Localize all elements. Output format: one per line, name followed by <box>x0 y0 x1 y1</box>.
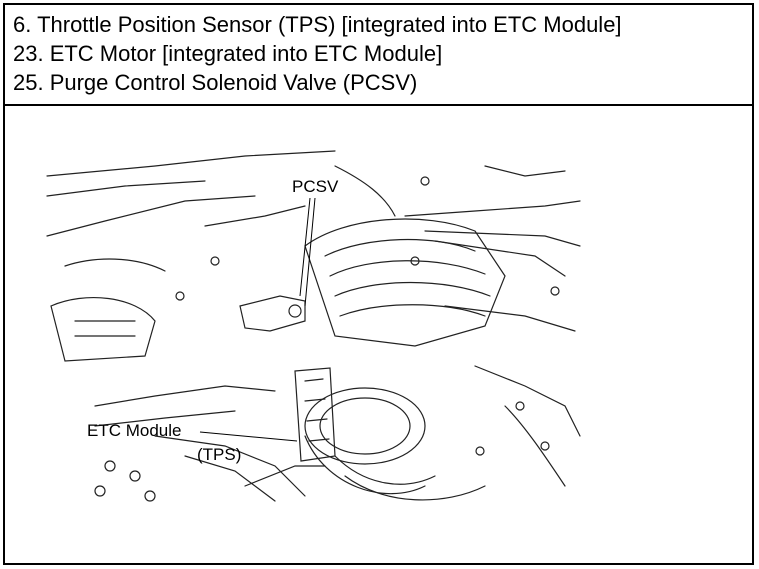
callout-tps: (TPS) <box>197 445 241 464</box>
component-item-tps: 6. Throttle Position Sensor (TPS) [integ… <box>13 12 622 37</box>
callout-pcsv: PCSV <box>292 177 339 196</box>
component-item-pcsv: 25. Purge Control Solenoid Valve (PCSV) <box>13 70 418 95</box>
callout-leaders <box>199 197 316 442</box>
engine-bay-drawing: PCSV ETC Module (TPS) <box>46 150 581 502</box>
engine-line-art <box>46 150 581 502</box>
callout-etc-module: ETC Module <box>87 421 181 440</box>
component-item-etc-motor: 23. ETC Motor [integrated into ETC Modul… <box>13 41 443 66</box>
document-frame: 6. Throttle Position Sensor (TPS) [integ… <box>3 3 754 565</box>
component-list: 6. Throttle Position Sensor (TPS) [integ… <box>5 5 752 106</box>
engine-bay-illustration: PCSV ETC Module (TPS) <box>5 106 752 563</box>
